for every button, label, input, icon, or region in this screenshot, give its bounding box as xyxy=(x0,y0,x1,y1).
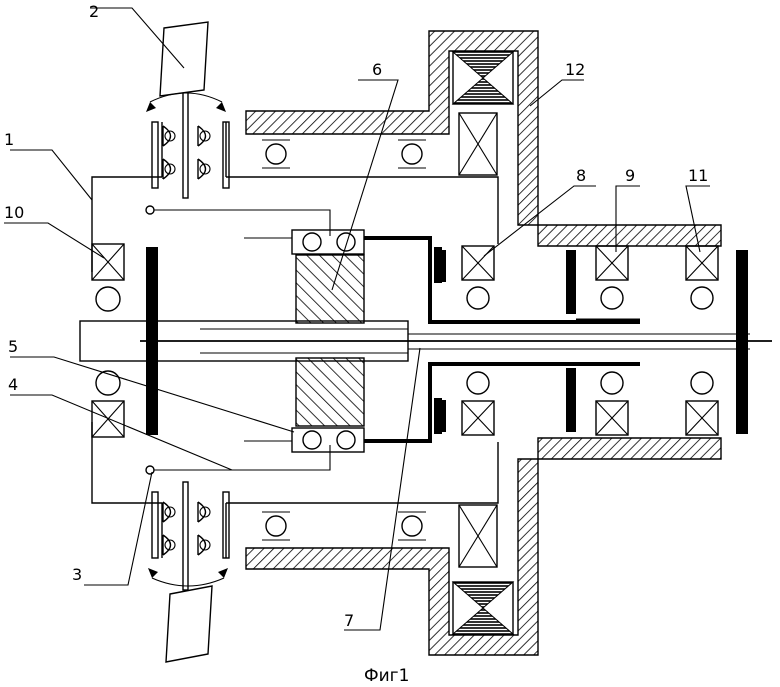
label-12: 12 xyxy=(565,60,585,79)
label-11: 11 xyxy=(688,166,708,185)
top-disc-bearings xyxy=(244,230,392,254)
label-7: 7 xyxy=(344,611,354,630)
label-1: 1 xyxy=(4,130,14,149)
figure-caption: Фиг1 xyxy=(364,666,409,686)
left-bearings xyxy=(92,244,124,437)
bottom-input-bearings xyxy=(152,482,229,590)
bottom-housing-bearings xyxy=(262,512,426,540)
top-gear-teeth xyxy=(453,52,513,104)
inner-carrier xyxy=(364,238,640,441)
left-end-plate xyxy=(146,247,158,435)
label-10: 10 xyxy=(4,203,24,222)
label-4: 4 xyxy=(8,375,18,394)
bottom-satellite-box xyxy=(459,505,497,567)
label-3: 3 xyxy=(72,565,82,584)
label-2: 2 xyxy=(89,2,99,21)
bottom-linkage xyxy=(146,445,330,474)
main-shaft xyxy=(80,321,772,361)
label-6: 6 xyxy=(372,60,382,79)
top-linkage xyxy=(146,206,330,236)
top-blade xyxy=(146,22,226,112)
top-housing-bearings xyxy=(262,140,426,168)
right-plates xyxy=(436,250,748,434)
bottom-gear-teeth xyxy=(453,582,513,634)
label-5: 5 xyxy=(8,337,18,356)
label-8: 8 xyxy=(576,166,586,185)
top-input-bearings xyxy=(152,90,229,198)
label-9: 9 xyxy=(625,166,635,185)
top-satellite-box xyxy=(459,113,497,175)
